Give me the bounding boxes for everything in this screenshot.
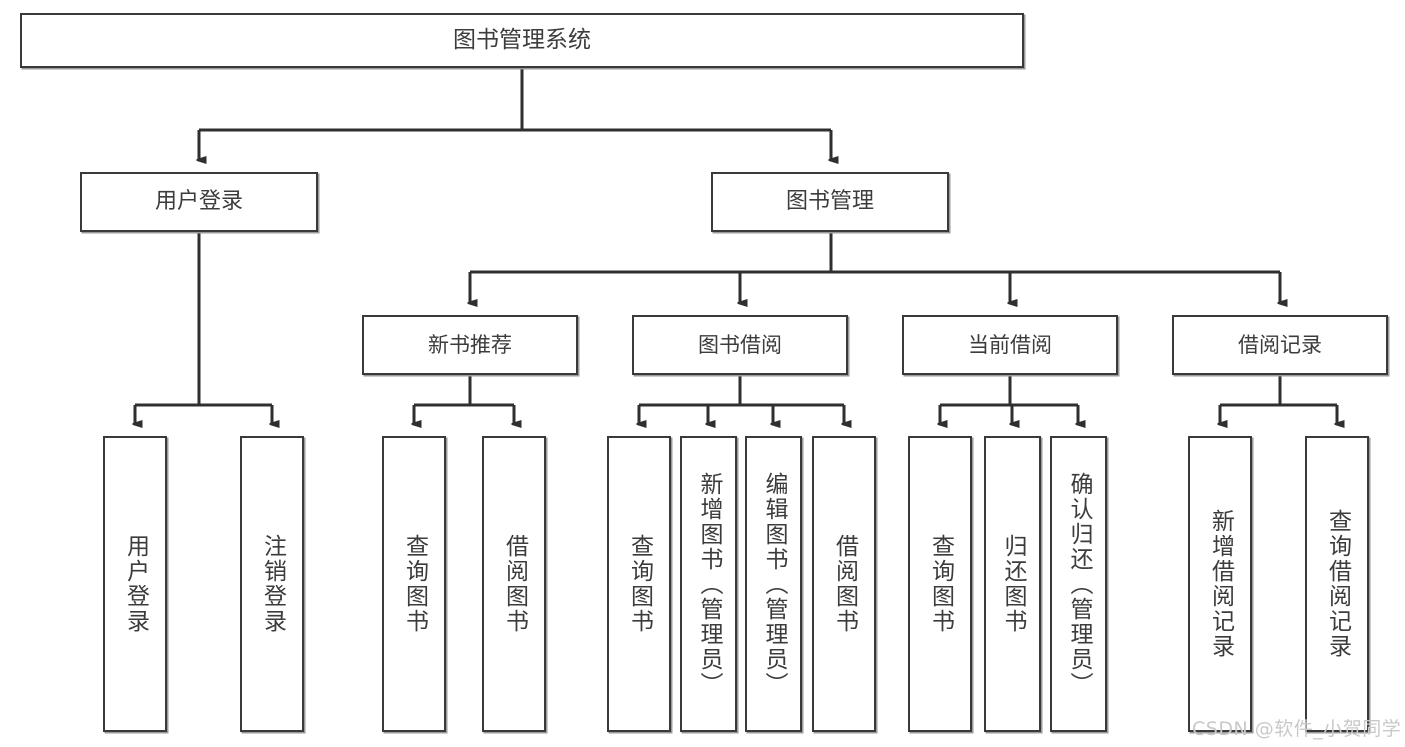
node-leaf-confirm-return-label: 确认归还（管理员）: [1066, 471, 1092, 697]
node-leaf-query-book-1-label: 查询图书: [401, 534, 428, 634]
node-leaf-borrow-book-1[interactable]: 借阅图书: [482, 436, 546, 732]
node-borrow-record-label: 借阅记录: [1238, 332, 1322, 357]
node-leaf-add-book[interactable]: 新增图书（管理员）: [680, 436, 737, 732]
node-book-manage[interactable]: 图书管理: [711, 172, 949, 232]
node-book-manage-label: 图书管理: [785, 189, 874, 215]
node-leaf-borrow-book-2[interactable]: 借阅图书: [812, 436, 876, 732]
node-leaf-borrow-book-2-label: 借阅图书: [831, 534, 858, 634]
node-root-label: 图书管理系统: [453, 26, 591, 53]
node-leaf-return-book-label: 归还图书: [1000, 534, 1026, 634]
node-root[interactable]: 图书管理系统: [20, 13, 1024, 68]
node-borrow-record[interactable]: 借阅记录: [1172, 315, 1388, 375]
node-book-borrow[interactable]: 图书借阅: [632, 315, 848, 375]
node-new-book-rec[interactable]: 新书推荐: [362, 315, 578, 375]
node-leaf-logout[interactable]: 注销登录: [240, 436, 304, 732]
node-leaf-add-book-label: 新增图书（管理员）: [696, 471, 722, 697]
node-leaf-query-book-3[interactable]: 查询图书: [908, 436, 972, 732]
node-user-login-label: 用户登录: [154, 189, 243, 215]
node-current-borrow[interactable]: 当前借阅: [902, 315, 1118, 375]
node-leaf-query-book-3-label: 查询图书: [927, 534, 954, 634]
node-new-book-rec-label: 新书推荐: [428, 332, 512, 357]
node-leaf-query-record-label: 查询借阅记录: [1324, 509, 1351, 659]
csdn-watermark: CSDN @软件_小贺同学: [1192, 718, 1402, 740]
node-leaf-add-record[interactable]: 新增借阅记录: [1188, 436, 1252, 732]
node-leaf-query-book-2[interactable]: 查询图书: [607, 436, 671, 732]
node-leaf-query-book-2-label: 查询图书: [626, 534, 653, 634]
node-leaf-query-record[interactable]: 查询借阅记录: [1305, 436, 1369, 732]
node-user-login[interactable]: 用户登录: [80, 172, 318, 232]
node-leaf-edit-book[interactable]: 编辑图书（管理员）: [745, 436, 802, 732]
node-book-borrow-label: 图书借阅: [698, 332, 782, 357]
node-leaf-return-book[interactable]: 归还图书: [984, 436, 1041, 732]
node-current-borrow-label: 当前借阅: [968, 332, 1052, 357]
node-leaf-borrow-book-1-label: 借阅图书: [501, 534, 528, 634]
node-leaf-confirm-return[interactable]: 确认归还（管理员）: [1050, 436, 1107, 732]
node-leaf-user-login-label: 用户登录: [122, 534, 149, 634]
node-leaf-edit-book-label: 编辑图书（管理员）: [761, 471, 787, 697]
node-leaf-user-login[interactable]: 用户登录: [103, 436, 167, 732]
node-leaf-logout-label: 注销登录: [259, 534, 286, 634]
node-leaf-add-record-label: 新增借阅记录: [1207, 509, 1234, 659]
node-leaf-query-book-1[interactable]: 查询图书: [382, 436, 446, 732]
